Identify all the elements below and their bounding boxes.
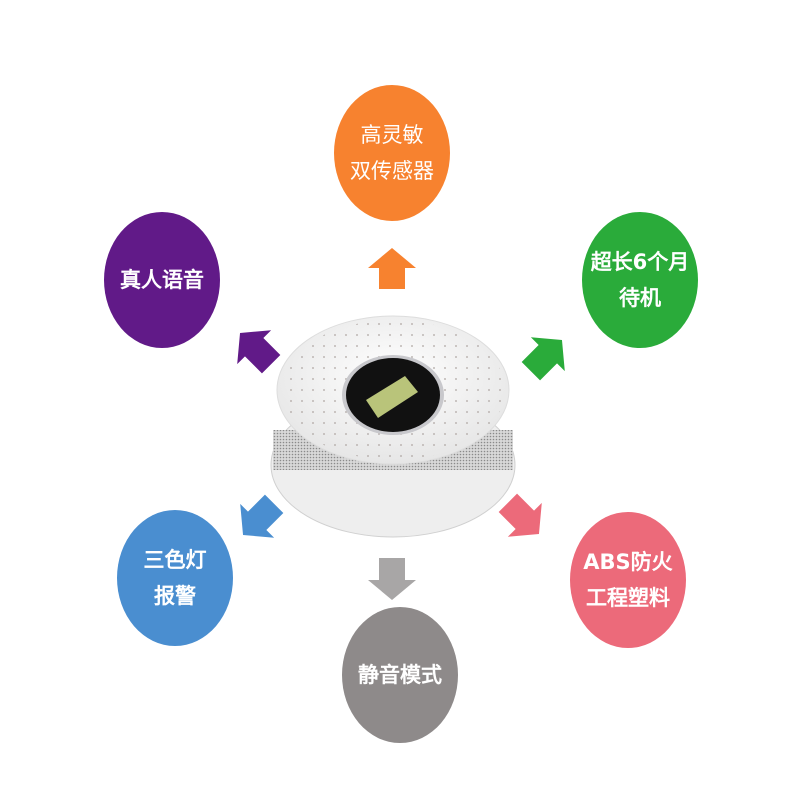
feature-mute: 静音模式 bbox=[342, 607, 458, 743]
arrow-up-right-icon bbox=[521, 337, 565, 381]
feature-line: 超长6个月 bbox=[590, 250, 690, 274]
feature-line: 高灵敏 bbox=[360, 123, 424, 147]
arrow-down-icon bbox=[368, 558, 416, 600]
lcd-display bbox=[366, 376, 418, 418]
feature-voice: 真人语音 bbox=[104, 212, 220, 348]
feature-line: 真人语音 bbox=[120, 268, 204, 292]
feature-line: 双传感器 bbox=[350, 159, 434, 183]
arrow-down-left-icon bbox=[240, 494, 284, 538]
arrow-up-left-icon bbox=[237, 330, 281, 374]
arrow-down-right-icon bbox=[498, 493, 542, 537]
feature-line: 待机 bbox=[619, 286, 661, 310]
feature-line: 静音模式 bbox=[358, 663, 442, 687]
feature-line: ABS防火 bbox=[583, 550, 673, 574]
feature-line: 工程塑料 bbox=[586, 586, 670, 610]
feature-sensor: 高灵敏 双传感器 bbox=[334, 85, 450, 221]
feature-standby: 超长6个月 待机 bbox=[582, 212, 698, 348]
feature-line: 三色灯 bbox=[143, 548, 207, 572]
feature-line: 报警 bbox=[154, 584, 196, 608]
smoke-detector-device bbox=[270, 315, 516, 538]
arrow-up-icon bbox=[368, 248, 416, 289]
feature-alarm: 三色灯 报警 bbox=[117, 510, 233, 646]
feature-material: ABS防火 工程塑料 bbox=[570, 512, 686, 648]
